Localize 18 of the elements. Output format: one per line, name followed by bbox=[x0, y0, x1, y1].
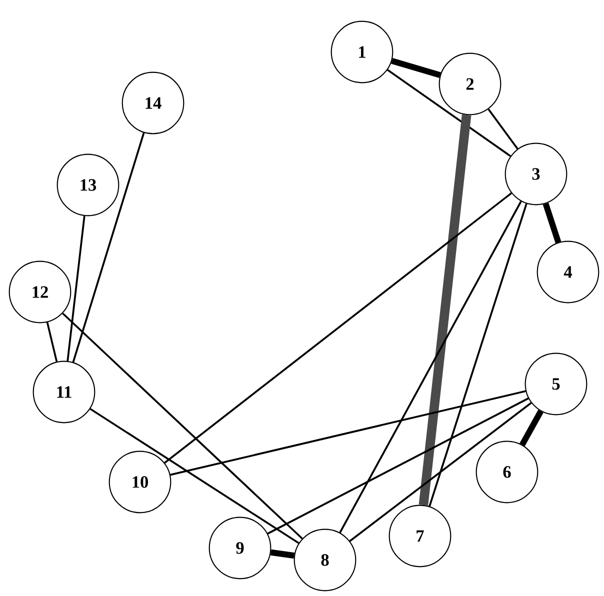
connector-line bbox=[428, 203, 528, 507]
connector-line bbox=[391, 58, 441, 78]
connector-line bbox=[46, 322, 58, 362]
connector-line bbox=[170, 390, 526, 476]
connector-line bbox=[72, 132, 145, 362]
connector-line bbox=[164, 192, 512, 464]
connector-line bbox=[339, 200, 522, 534]
connector-line bbox=[542, 202, 562, 244]
connector-line bbox=[267, 398, 529, 534]
connector-line bbox=[418, 114, 472, 506]
connector-line bbox=[349, 402, 532, 542]
connector-line bbox=[387, 69, 511, 157]
connector-line bbox=[90, 408, 300, 544]
connector-line bbox=[488, 108, 518, 150]
connector-line bbox=[62, 312, 303, 540]
connector-line bbox=[66, 216, 86, 362]
connector-line bbox=[270, 549, 295, 559]
connector-line bbox=[520, 410, 544, 446]
